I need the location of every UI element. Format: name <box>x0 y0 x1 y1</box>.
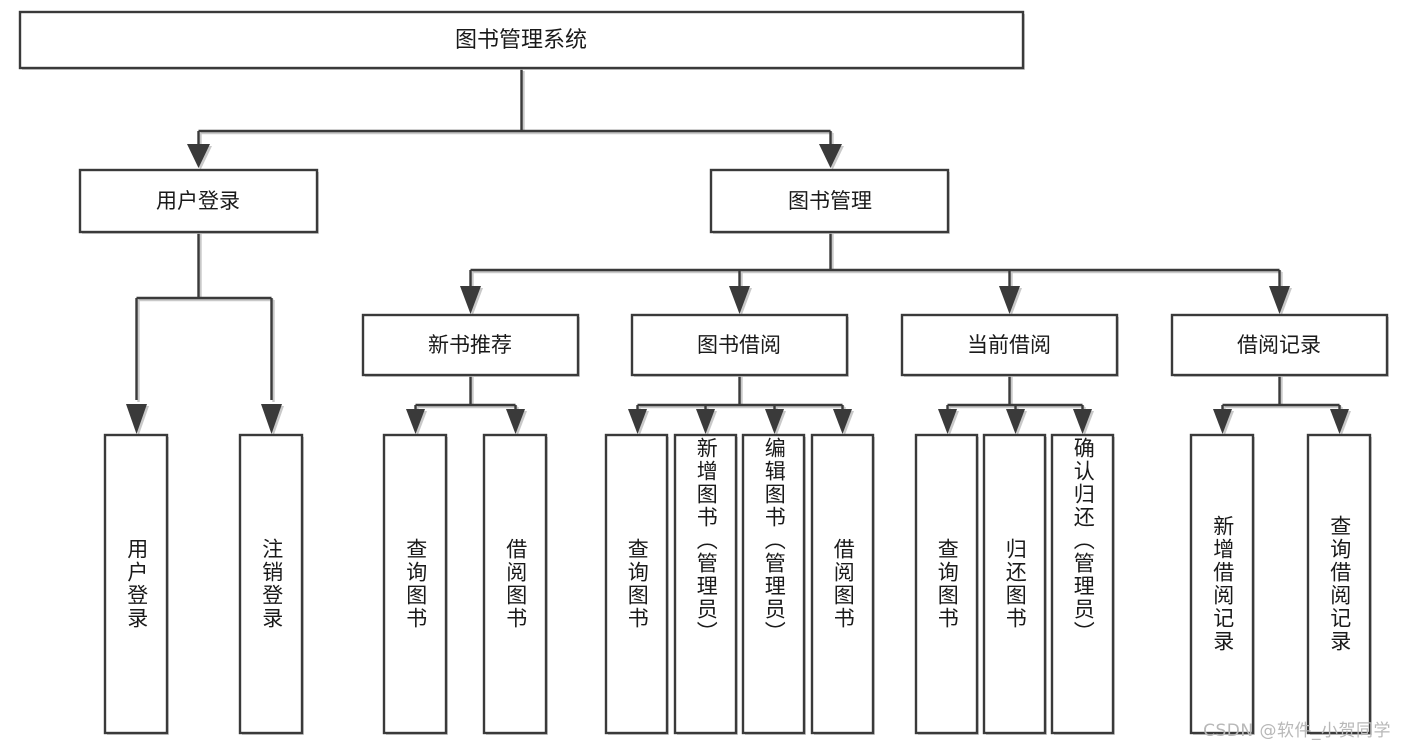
connector-current-borrow-to-leaves <box>938 375 1094 436</box>
leaf-node-confirm-return-admin[interactable] <box>1050 433 1115 735</box>
leaf-node-add-book-admin[interactable] <box>673 433 738 735</box>
leaf-node-user-login[interactable] <box>103 433 169 735</box>
node-root-book-management-system[interactable]: 图书管理系统 <box>18 10 1025 70</box>
connector-book-borrow-to-leaves <box>628 375 854 436</box>
connector-book-mgmt-to-level3 <box>460 232 1292 316</box>
leaf-node-query-book-recommend[interactable] <box>382 433 448 735</box>
leaf-node-query-book-borrow[interactable] <box>604 433 669 735</box>
connector-user-login-to-leaves <box>126 232 284 436</box>
leaf-node-edit-book-admin[interactable] <box>741 433 806 735</box>
leaf-node-logout-login[interactable] <box>238 433 304 735</box>
connector-root-to-level2 <box>187 69 844 170</box>
connector-layer <box>126 69 1351 436</box>
node-book-borrow[interactable]: 图书借阅 <box>630 313 849 377</box>
node-user-login[interactable]: 用户登录 <box>78 168 319 234</box>
node-book-management[interactable]: 图书管理 <box>709 168 950 234</box>
node-root-label: 图书管理系统 <box>455 28 587 53</box>
node-borrow-record-label: 借阅记录 <box>1237 333 1321 357</box>
node-current-borrow[interactable]: 当前借阅 <box>900 313 1119 377</box>
node-user-login-label: 用户登录 <box>156 189 240 213</box>
leaf-node-return-book[interactable] <box>982 433 1047 735</box>
watermark-csdn: CSDN @软件_小贺同学 <box>1203 721 1391 741</box>
node-book-management-label: 图书管理 <box>788 189 872 213</box>
leaf-box-layer <box>103 433 1372 735</box>
connector-new-book-to-leaves <box>406 375 527 436</box>
connector-borrow-record-to-leaves <box>1213 375 1351 436</box>
node-new-book-recommend-label: 新书推荐 <box>428 333 512 357</box>
leaf-node-query-borrow-record[interactable] <box>1306 433 1372 735</box>
node-borrow-record[interactable]: 借阅记录 <box>1170 313 1389 377</box>
leaf-node-query-book-current[interactable] <box>914 433 979 735</box>
leaf-node-add-borrow-record[interactable] <box>1189 433 1255 735</box>
node-new-book-recommend[interactable]: 新书推荐 <box>361 313 580 377</box>
leaf-node-borrow-book[interactable] <box>810 433 875 735</box>
node-current-borrow-label: 当前借阅 <box>967 333 1051 357</box>
leaf-node-borrow-book-recommend[interactable] <box>482 433 548 735</box>
node-book-borrow-label: 图书借阅 <box>697 333 781 357</box>
